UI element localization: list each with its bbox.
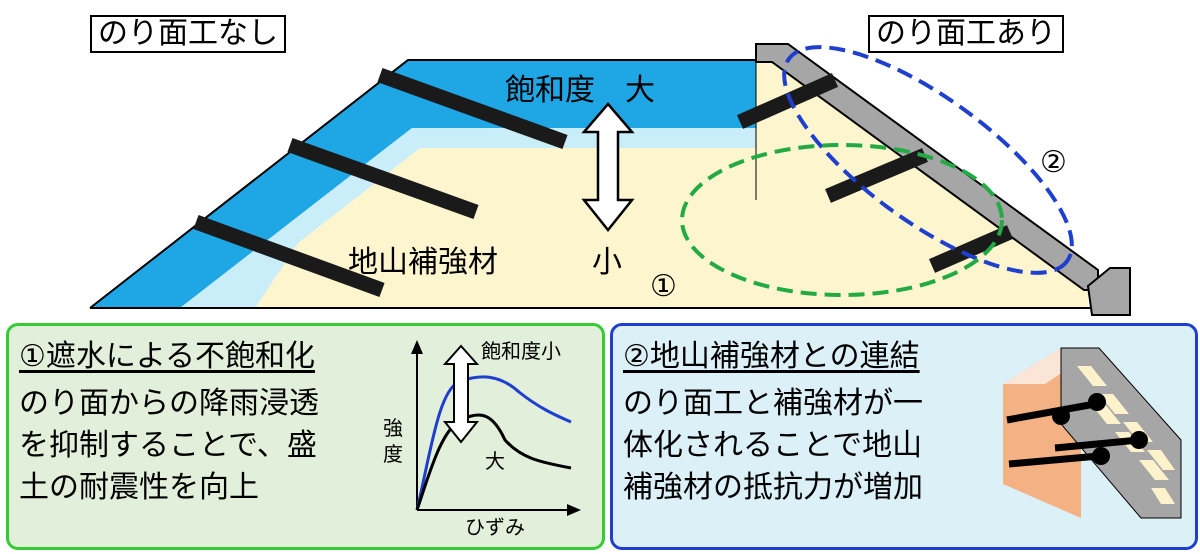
frame-window: [1147, 450, 1175, 470]
blue-dashed-ellipse: [782, 45, 1074, 275]
anchor-bar: [1008, 452, 1100, 468]
panel-connection: ②地山補強材との連結 のり面工と補強材が一 体化されることで地山 補強材の抵抗力…: [610, 323, 1198, 550]
panel-left-line: のり面からの降雨浸透: [19, 386, 319, 421]
panel-right-line: のり面工と補強材が一: [623, 386, 923, 421]
reinforcement-bar: [736, 73, 839, 129]
anchor-head: [1092, 447, 1110, 465]
panel-right-line: 体化されることで地山: [623, 428, 923, 463]
panel-right-title: ②地山補強材との連結: [623, 339, 920, 374]
curve-low-saturation: [415, 375, 572, 511]
strength-strain-graph: 強 度 飽和度小 大 ひずみ: [383, 339, 581, 539]
marker-1-label: ①: [650, 269, 677, 304]
saturation-low-label: 小: [592, 245, 622, 280]
anchor-head: [1130, 431, 1148, 449]
label-without-facing: のり面工なし: [90, 15, 286, 53]
facing-footing: [1086, 267, 1131, 316]
panel-left-line: 土の耐震性を向上: [19, 470, 259, 505]
anchor-head: [1088, 393, 1106, 411]
panel-unsaturation: ①遮水による不飽和化 のり面からの降雨浸透 を抑制することで、盛 土の耐震性を向…: [6, 323, 605, 550]
x-axis-arrowhead: [567, 504, 581, 516]
anchor-bar: [1006, 400, 1096, 424]
green-dashed-ellipse: [680, 143, 1004, 297]
frame-window: [1099, 394, 1129, 414]
reinforcement-bar: [287, 137, 479, 220]
y-axis-label-1: 強: [383, 416, 403, 440]
curve-high-label: 大: [485, 449, 505, 473]
reinforcement-bar: [929, 225, 1013, 273]
reinforcement-bar: [377, 67, 568, 150]
embankment-soil-right: [756, 60, 1088, 308]
curve-low-label: 飽和度小: [481, 339, 561, 363]
y-axis-arrowhead: [411, 340, 423, 354]
panel-right-line: 補強材の抵抗力が増加: [623, 470, 923, 505]
anchor-bar: [1054, 436, 1140, 452]
x-axis-label: ひずみ: [465, 515, 525, 539]
embankment-diagram: 飽和度 大 小 地山補強材 ① ②: [89, 43, 1131, 316]
reinforcement-detail-icon: [1003, 347, 1182, 519]
curve-high-saturation: [415, 413, 572, 511]
light-saturation-band: [180, 128, 756, 308]
marker-2-label: ②: [1040, 145, 1067, 180]
y-axis-label-2: 度: [383, 442, 403, 466]
reinforcement-bar: [193, 214, 385, 298]
saturation-high-label: 飽和度 大: [505, 73, 655, 108]
panel-left-title: ①遮水による不飽和化: [19, 339, 315, 374]
panel-left-line: を抑制することで、盛: [19, 428, 317, 463]
up-down-arrow-icon: [581, 102, 635, 233]
ground-reinforcement-label: 地山補強材: [348, 245, 498, 280]
up-down-arrow-icon: [442, 344, 480, 444]
frame-window: [1077, 366, 1107, 386]
anchor-head: [1052, 407, 1070, 425]
label-with-facing: のり面工あり: [868, 15, 1064, 53]
reinforcement-bar: [825, 148, 928, 203]
frame-window: [1151, 488, 1175, 504]
frame-window: [1139, 460, 1169, 480]
